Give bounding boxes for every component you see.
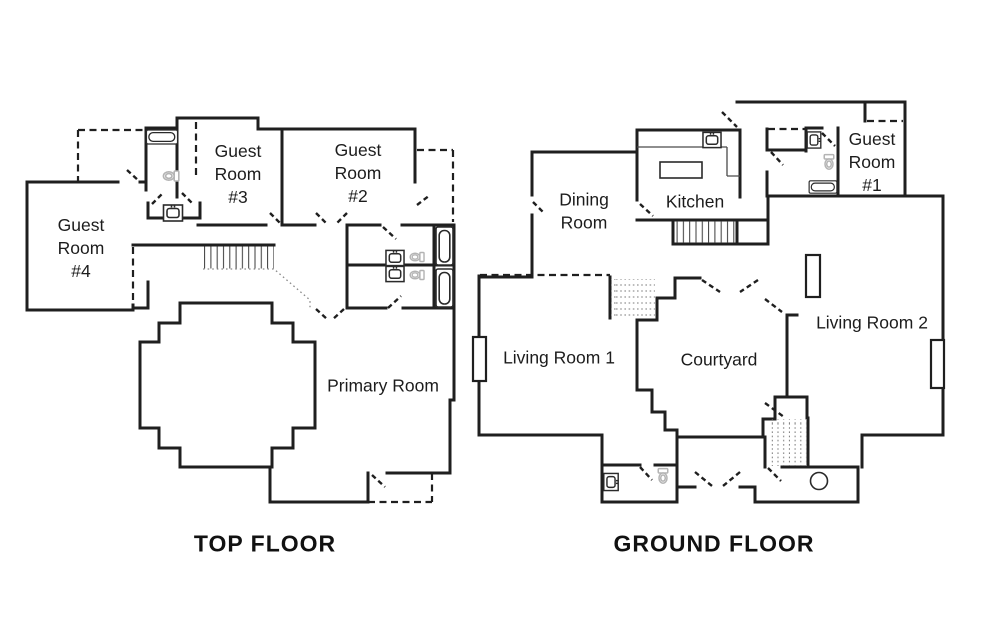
sink-icon (162, 204, 184, 222)
top-floor-dashed-walls (76, 122, 455, 504)
ground-floor-door-swings (532, 111, 836, 487)
bathtub-icon (808, 180, 838, 194)
top-floor-plan (25, 116, 456, 504)
fireplace-icon (804, 253, 822, 299)
rear-stairs-icon (769, 419, 808, 466)
bathtub-icon (435, 226, 454, 266)
toilet-icon (162, 170, 180, 182)
ground-floor-plan (471, 100, 946, 504)
room-label-kitchen: Kitchen (665, 191, 725, 212)
sink-icon (603, 472, 619, 492)
room-label-living-room-2: Living Room 2 (816, 312, 928, 333)
ground-floor-walls (477, 100, 945, 504)
fireplace-icon (929, 338, 946, 390)
room-label-guest-room-2: Guest Room #2 (334, 139, 382, 206)
ground-floor-dashed-walls (480, 119, 903, 277)
top-floor-stairs-icon (203, 246, 274, 269)
washer-icon (809, 471, 829, 491)
bathtub-icon (145, 129, 179, 145)
top-floor-door-swings (126, 169, 431, 488)
room-label-guest-room-4: Guest Room #4 (57, 214, 105, 281)
toilet-icon (657, 467, 669, 484)
kitchen-sink-icon (702, 131, 722, 149)
room-label-living-room-1: Living Room 1 (503, 347, 615, 368)
courtyard-stairs-icon (611, 279, 655, 318)
sink-icon (385, 249, 405, 267)
primary-room-step-feature (138, 301, 317, 469)
kitchen-island-icon (659, 161, 703, 179)
bathtub-icon (435, 268, 454, 308)
floor-title-ground-floor: GROUND FLOOR (613, 530, 815, 557)
room-label-guest-room-3: Guest Room #3 (214, 140, 262, 207)
kitchen-stairs-icon (674, 221, 737, 243)
toilet-icon (409, 251, 425, 263)
toilet-icon (409, 269, 425, 281)
room-label-guest-room-1: Guest Room #1 (848, 128, 896, 195)
sink-icon (806, 131, 822, 149)
room-label-dining-room: Dining Room (559, 189, 609, 232)
floor-title-top-floor: TOP FLOOR (193, 530, 337, 557)
toilet-icon (823, 153, 835, 170)
room-label-primary-room: Primary Room (327, 375, 439, 396)
room-label-courtyard: Courtyard (680, 349, 758, 370)
sink-icon (385, 265, 405, 283)
fireplace-icon (471, 335, 488, 383)
courtyard-walls (635, 276, 799, 439)
top-floor-walls (25, 116, 456, 504)
